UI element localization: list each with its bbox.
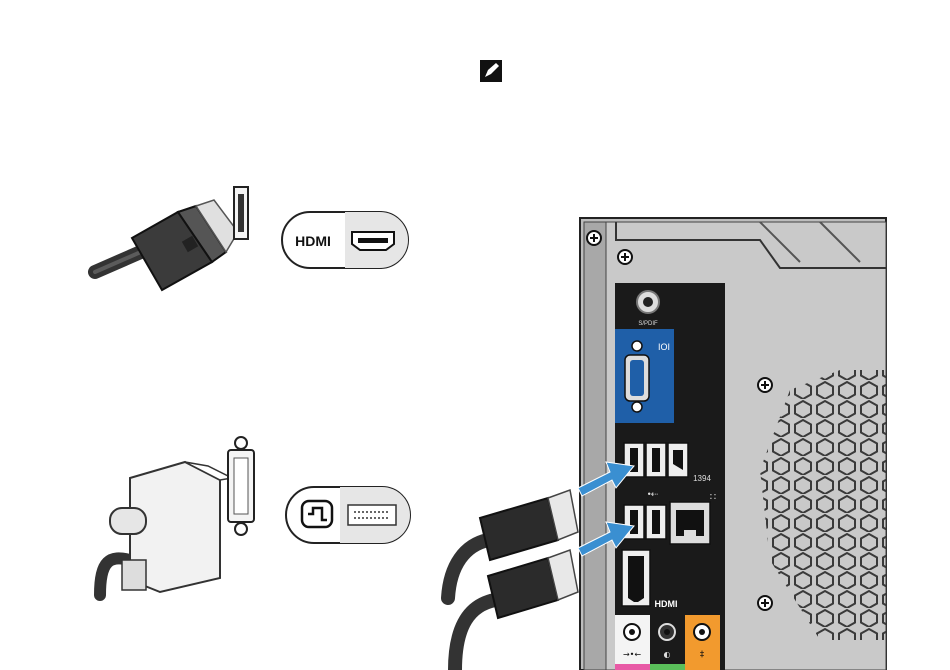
usb-cable-bottom — [455, 550, 578, 670]
firewire-label: 1394 — [693, 474, 711, 483]
dvi-port-socket — [228, 437, 254, 535]
dvi-logo-badge — [286, 487, 410, 543]
pencil-note-icon — [480, 60, 502, 82]
screw-icon — [587, 231, 601, 245]
hdmi-logo-text: HDMI — [295, 233, 331, 249]
screw-icon — [758, 596, 772, 610]
mic-symbol: ‡ — [700, 650, 705, 660]
usb-port — [646, 443, 666, 477]
audio-jack-mic — [685, 615, 720, 670]
screw-icon — [758, 378, 772, 392]
line-in-symbol: →•← — [623, 650, 641, 659]
display-monitor-icon — [302, 501, 332, 527]
network-label: ∷ — [710, 492, 716, 503]
dvi-port-icon — [348, 505, 396, 525]
hdmi-logo-badge: HDMI — [282, 212, 408, 268]
hdmi-port-icon — [352, 232, 394, 250]
screw-icon — [618, 250, 632, 264]
usb-label: •⇠ — [648, 489, 659, 499]
vga-label: IOI — [658, 342, 670, 352]
ethernet-port — [670, 502, 710, 544]
spdif-port — [637, 291, 659, 313]
usb-port — [646, 505, 666, 539]
spdif-label: S/PDIF — [638, 321, 658, 327]
rear-hdmi-port — [622, 550, 650, 606]
line-out-symbol: ◐ — [664, 650, 671, 659]
hdmi-port-socket — [234, 187, 248, 239]
audio-jack-line-out — [650, 615, 685, 670]
hdmi-cable — [95, 200, 238, 290]
firewire-port — [668, 443, 688, 477]
audio-jack-line-in — [615, 615, 650, 670]
rear-hdmi-label: HDMI — [655, 599, 678, 609]
dvi-adapter-icon — [110, 462, 232, 592]
